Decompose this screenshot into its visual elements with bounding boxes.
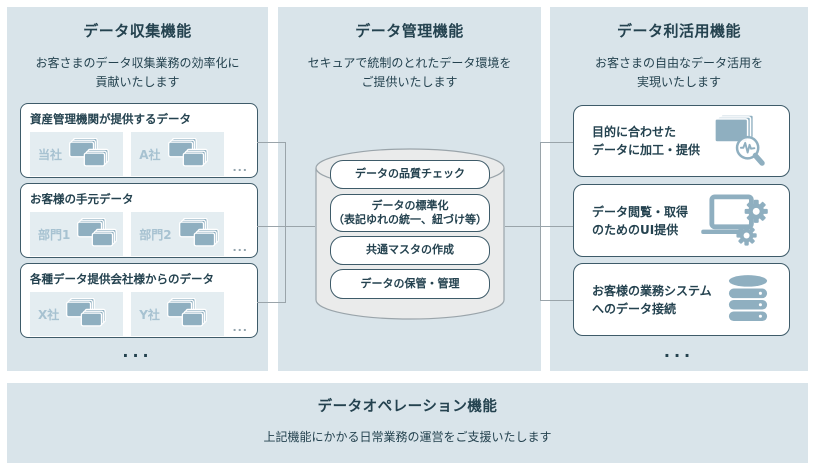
process-common-master: 共通マスタの作成 <box>330 236 490 265</box>
group-title: お客様の手元データ <box>30 192 134 206</box>
source-label: 部門1 <box>38 227 71 242</box>
source-label: X社 <box>38 307 60 322</box>
process-quality-check: データの品質チェック <box>330 160 490 189</box>
usecase-label: データ閲覧・取得 のためのUI提供 <box>592 204 689 237</box>
more-dots: ... <box>232 321 248 334</box>
source-label: A社 <box>139 147 161 162</box>
more-dots: ... <box>232 161 248 174</box>
usecase-system-connection: お客様の業務システム へのデータ接続 <box>573 263 790 336</box>
panel-data-operation: データオペレーション機能 上記機能にかかる日常業務の運営をご支援いたします <box>7 383 808 463</box>
source-tile: X社 <box>30 292 124 336</box>
tile-row: X社 Y社 <box>30 292 248 336</box>
usecase-label: 目的に合わせた データに加工・提供 <box>592 125 701 157</box>
panel-data-utilization: データ利活用機能 お客さまの自由なデータ活用を 実現いたします 目的に合わせた … <box>550 7 808 371</box>
source-label: Y社 <box>139 307 160 322</box>
process-standardization: データの標準化 （表記ゆれの統一、紐づけ等） <box>330 194 490 232</box>
panel-data-management: データ管理機能 セキュアで統制のとれたデータ環境を ご提供いたします データの品… <box>278 7 541 371</box>
group-title: 資産管理機関が提供するデータ <box>30 112 191 126</box>
usecase-label: お客様の業務システム へのデータ接続 <box>592 283 712 316</box>
source-tile: Y社 <box>131 292 225 336</box>
column-ellipsis: ... <box>122 342 153 361</box>
connector-line <box>505 226 540 227</box>
column-ellipsis: ... <box>663 342 695 361</box>
panel-title-collection: データ収集機能 <box>83 22 192 40</box>
stacked-documents-icon <box>166 298 207 327</box>
tile-row: 当社 A社 <box>30 132 248 176</box>
process-storage-management: データの保管・管理 <box>330 269 490 299</box>
connector-line <box>257 302 285 303</box>
source-tile: A社 <box>131 132 225 176</box>
source-label: 当社 <box>38 147 63 162</box>
connector-line <box>540 226 573 227</box>
usecase-processing-provision: 目的に合わせた データに加工・提供 <box>573 105 790 177</box>
connector-line <box>540 142 573 143</box>
documents-magnifier-icon <box>714 115 765 166</box>
database-icon <box>728 274 768 321</box>
panel-subtitle-collection: お客さまのデータ収集業務の効率化に 貢献いたします <box>35 56 240 89</box>
usecase-ui-provision: データ閲覧・取得 のためのUI提供 <box>573 184 790 257</box>
group-asset-manager-data: 資産管理機関が提供するデータ 当社 A社 <box>20 103 258 178</box>
panel-title-utilization: データ利活用機能 <box>616 22 741 40</box>
panel-subtitle-utilization: お客さまの自由なデータ活用を 実現いたします <box>594 56 763 89</box>
stacked-documents-icon <box>178 218 219 247</box>
more-dots: ... <box>232 241 248 254</box>
connector-line <box>257 142 285 143</box>
connector-line <box>540 300 573 301</box>
stacked-documents-icon <box>66 298 107 327</box>
source-tile: 部門1 <box>30 212 124 256</box>
source-tile: 当社 <box>30 132 124 176</box>
stacked-documents-icon <box>69 138 109 167</box>
connector-line <box>257 226 315 227</box>
group-provider-company-data: 各種データ提供会社様からのデータ X社 Y社 <box>20 263 258 338</box>
panel-subtitle-operation: 上記機能にかかる日常業務の運営をご支援いたします <box>263 430 552 444</box>
stacked-documents-icon <box>77 218 118 247</box>
group-title: 各種データ提供会社様からのデータ <box>30 272 214 286</box>
panel-title-management: データ管理機能 <box>355 22 464 40</box>
panel-subtitle-management: セキュアで統制のとれたデータ環境を ご提供いたします <box>307 56 512 89</box>
connector-line <box>285 142 286 303</box>
source-label: 部門2 <box>139 227 172 242</box>
stacked-documents-icon <box>167 138 208 167</box>
group-customer-local-data: お客様の手元データ 部門1 部門2 <box>20 183 258 258</box>
source-tile: 部門2 <box>131 212 225 256</box>
panel-title-operation: データオペレーション機能 <box>317 399 498 415</box>
laptop-gears-icon <box>701 193 768 246</box>
panel-data-collection: データ収集機能 お客さまのデータ収集業務の効率化に 貢献いたします 資産管理機関… <box>7 7 268 371</box>
connector-line <box>540 142 541 301</box>
tile-row: 部門1 部門2 <box>30 212 248 256</box>
